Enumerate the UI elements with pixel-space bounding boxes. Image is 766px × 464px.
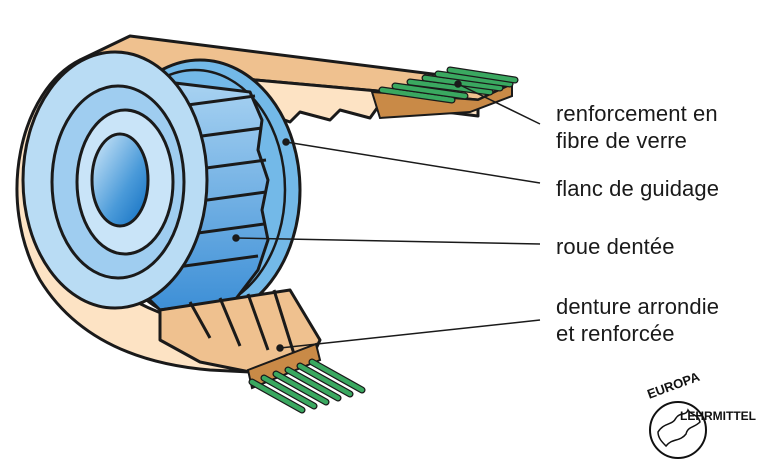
glass-fibre-strands-upper — [378, 66, 519, 104]
label-toothed-wheel: roue dentée — [556, 233, 675, 260]
label-line: roue dentée — [556, 234, 675, 259]
leader-lines — [232, 80, 541, 352]
hub-bore — [90, 132, 150, 228]
europa-lehrmittel-logo: EUROPA LEHRMITTEL — [645, 372, 756, 459]
front-gear — [21, 50, 209, 310]
leader-fibre — [457, 83, 541, 125]
leader-flanc — [285, 141, 541, 184]
label-line: fibre de verre — [556, 128, 688, 153]
leader-roue — [235, 237, 541, 245]
label-line: denture arrondie — [556, 294, 720, 319]
logo-top-text: EUROPA — [645, 372, 702, 402]
glass-fibre-strands-lower — [248, 358, 366, 414]
europe-map-icon — [657, 408, 701, 448]
label-guide-flange: flanc de guidage — [556, 175, 719, 202]
label-line: et renforcée — [556, 321, 675, 346]
label-line: renforcement en — [556, 101, 718, 126]
label-line: flanc de guidage — [556, 176, 720, 201]
label-rounded-teeth: denture arrondie et renforcée — [556, 293, 719, 347]
label-glass-fibre-reinforcement: renforcement en fibre de verre — [556, 100, 718, 154]
leader-denture — [279, 319, 541, 349]
logo-right-text: LEHRMITTEL — [680, 409, 756, 423]
